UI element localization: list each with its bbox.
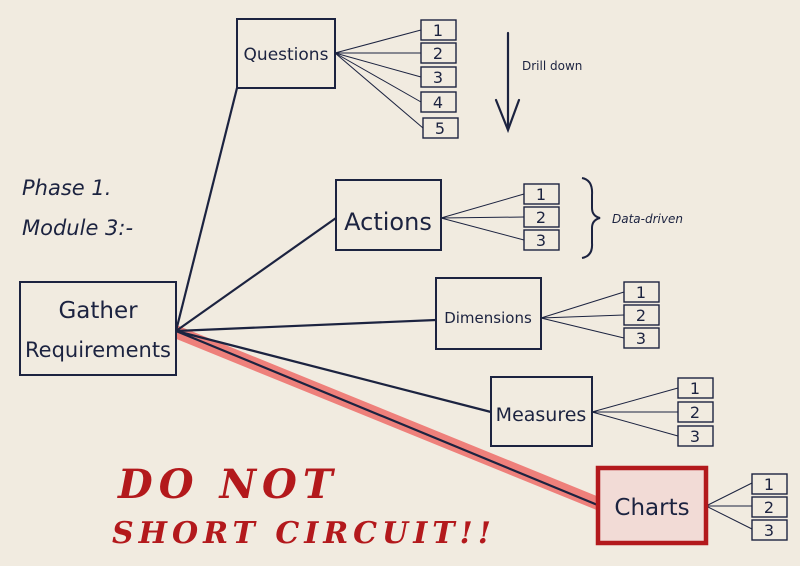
branch-to-charts	[175, 329, 601, 508]
dimensions-item-3: 3	[636, 329, 646, 348]
data-driven-label: Data-driven	[612, 212, 683, 226]
questions-label: Questions	[244, 45, 329, 65]
branch-lines	[174, 87, 601, 508]
dimensions-items	[623, 281, 660, 349]
questions-item-4: 4	[433, 93, 443, 112]
actions-item-1: 1	[536, 185, 546, 204]
charts-item-2: 2	[764, 498, 774, 517]
dimensions-item-1: 1	[636, 283, 646, 302]
charts-node: Charts	[595, 465, 709, 546]
charts-item-1: 1	[764, 475, 774, 494]
measures-node: Measures	[490, 376, 593, 447]
actions-label: Actions	[344, 208, 432, 236]
charts-item-3: 3	[764, 521, 774, 540]
branch-to-measures	[175, 329, 492, 414]
fan-lines	[334, 29, 753, 530]
questions-item-2: 2	[433, 44, 443, 63]
measures-item-1: 1	[690, 379, 700, 398]
branch-to-actions	[175, 217, 337, 332]
questions-node: Questions	[236, 18, 336, 89]
warning-line1: DO NOT	[117, 461, 339, 508]
questions-items	[420, 19, 459, 139]
brace-icon	[581, 177, 601, 259]
root-label-line1: Gather	[58, 298, 138, 324]
dimensions-node: Dimensions	[435, 277, 542, 350]
module-label: Module 3:-	[22, 216, 133, 240]
drill-down-label: Drill down	[522, 59, 582, 73]
phase-label: Phase 1.	[22, 176, 111, 200]
branch-to-questions	[174, 87, 239, 332]
measures-item-2: 2	[690, 403, 700, 422]
dimensions-item-2: 2	[636, 306, 646, 325]
actions-node: Actions	[335, 179, 442, 251]
questions-item-1: 1	[433, 21, 443, 40]
root-label-line2: Requirements	[25, 338, 171, 362]
measures-label: Measures	[496, 404, 587, 426]
charts-label: Charts	[614, 495, 689, 521]
questions-item-3: 3	[433, 68, 443, 87]
actions-item-2: 2	[536, 208, 546, 227]
root-node: Gather Requirements	[19, 281, 177, 376]
questions-item-5: 5	[435, 119, 445, 138]
measures-items	[677, 377, 714, 447]
branch-to-dimensions	[175, 318, 437, 333]
drill-down-arrow-icon	[494, 31, 521, 134]
charts-items	[751, 473, 788, 541]
warning-line2: SHORT CIRCUIT!!	[112, 516, 496, 551]
actions-items	[523, 183, 560, 251]
measures-item-3: 3	[690, 427, 700, 446]
actions-item-3: 3	[536, 231, 546, 250]
dimensions-label: Dimensions	[444, 309, 532, 327]
